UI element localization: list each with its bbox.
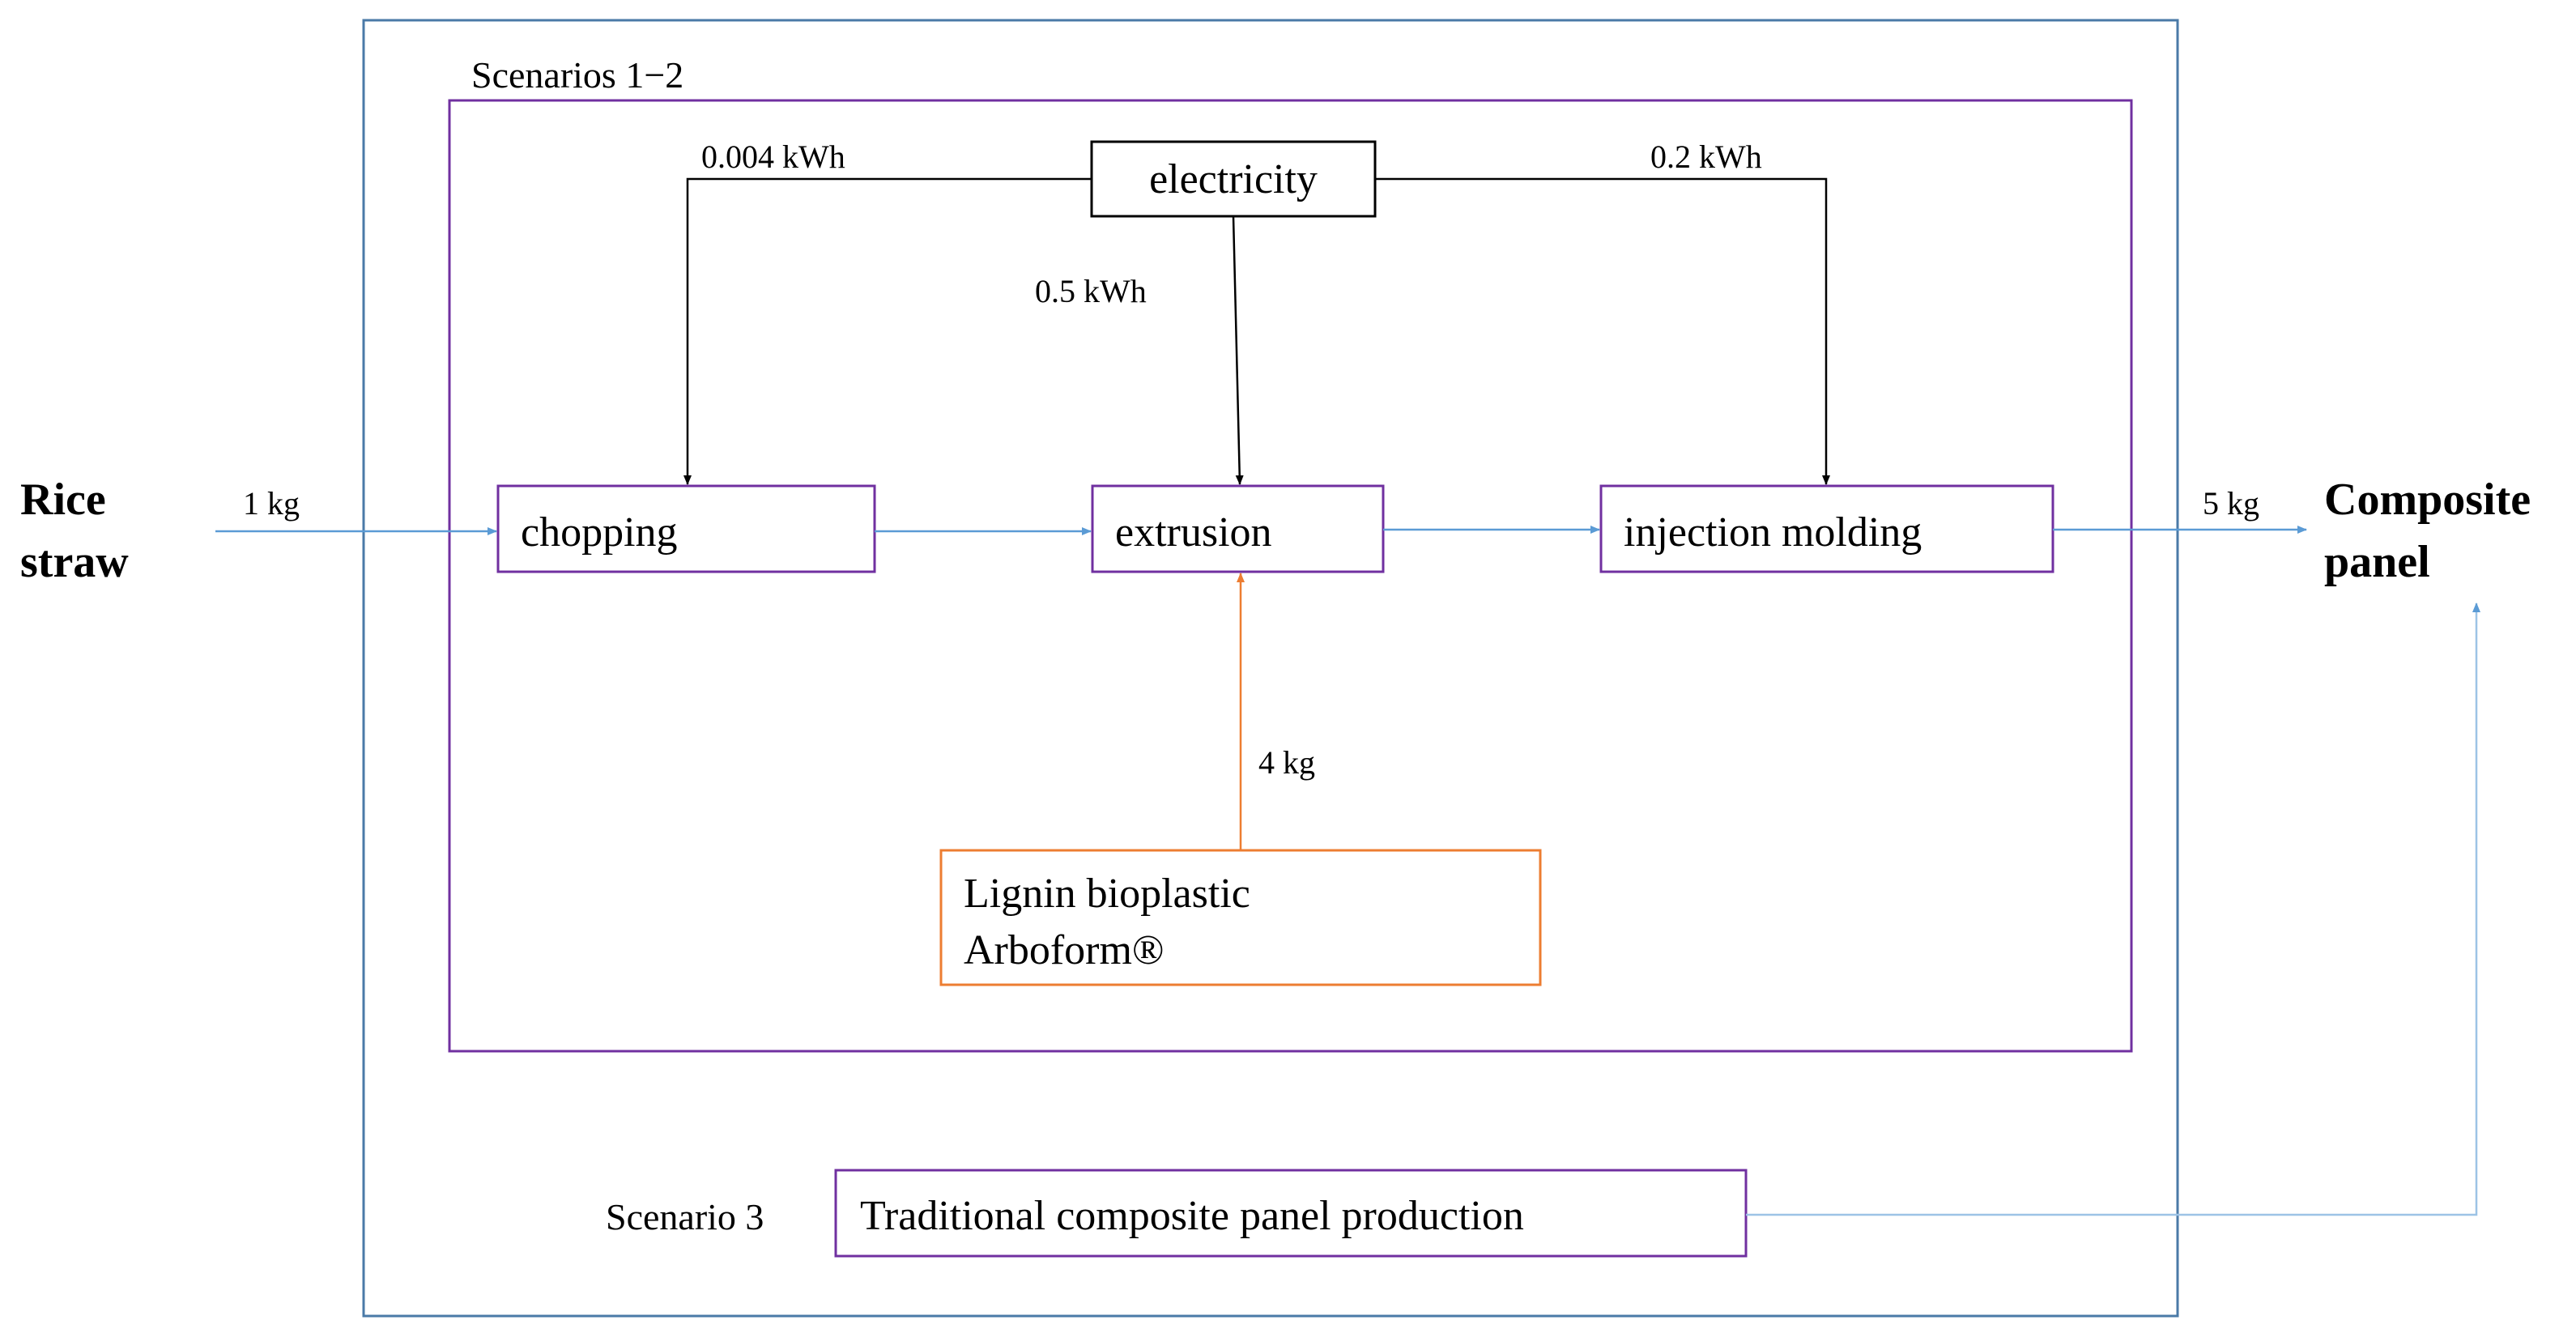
traditional-production-box	[834, 1169, 1748, 1258]
chopping-box	[496, 484, 876, 573]
scenario-3-label: Scenario 3	[606, 1196, 764, 1237]
flow-label-elec-injection: 0.2 kWh	[1650, 138, 1762, 175]
composite-panel-label-2: panel	[2324, 537, 2430, 587]
flow-label-straw-in: 1 kg	[243, 485, 300, 522]
flow-label-elec-chopping: 0.004 kWh	[701, 138, 845, 175]
chopping-label: chopping	[521, 509, 678, 556]
scenario-3-to-panel-arrow	[1746, 603, 2480, 1216]
scenario-1-2-label: Scenarios 1−2	[471, 54, 683, 96]
system-boundary-frame	[362, 19, 2179, 1318]
electricity-label: electricity	[1149, 156, 1318, 202]
scenario-1-2-frame	[448, 99, 2133, 1053]
injection-molding-label: injection molding	[1624, 509, 1922, 556]
rice-straw-label: Rice	[20, 475, 106, 525]
extrusion-label: extrusion	[1115, 509, 1272, 556]
traditional-production-label: Traditional composite panel production	[860, 1193, 1524, 1239]
lignin-bioplastic-box	[939, 849, 1542, 986]
flow-label-elec-extrusion: 0.5 kWh	[1035, 273, 1147, 309]
injection-molding-box	[1599, 484, 2054, 573]
lignin-label-line2: Arboform®	[964, 927, 1164, 973]
flow-label-panel-out: 5 kg	[2203, 485, 2259, 522]
electricity-to-injection-arrow	[1375, 177, 1830, 485]
electricity-to-extrusion-arrow	[1232, 215, 1244, 485]
flow-label-lignin-in: 4 kg	[1258, 744, 1315, 781]
composite-panel-label: Composite	[2324, 475, 2531, 525]
electricity-to-chopping-arrow	[683, 177, 1092, 485]
rice-straw-label-2: straw	[20, 537, 129, 587]
extrusion-box	[1091, 484, 1385, 573]
lignin-label-line1: Lignin bioplastic	[964, 871, 1250, 917]
